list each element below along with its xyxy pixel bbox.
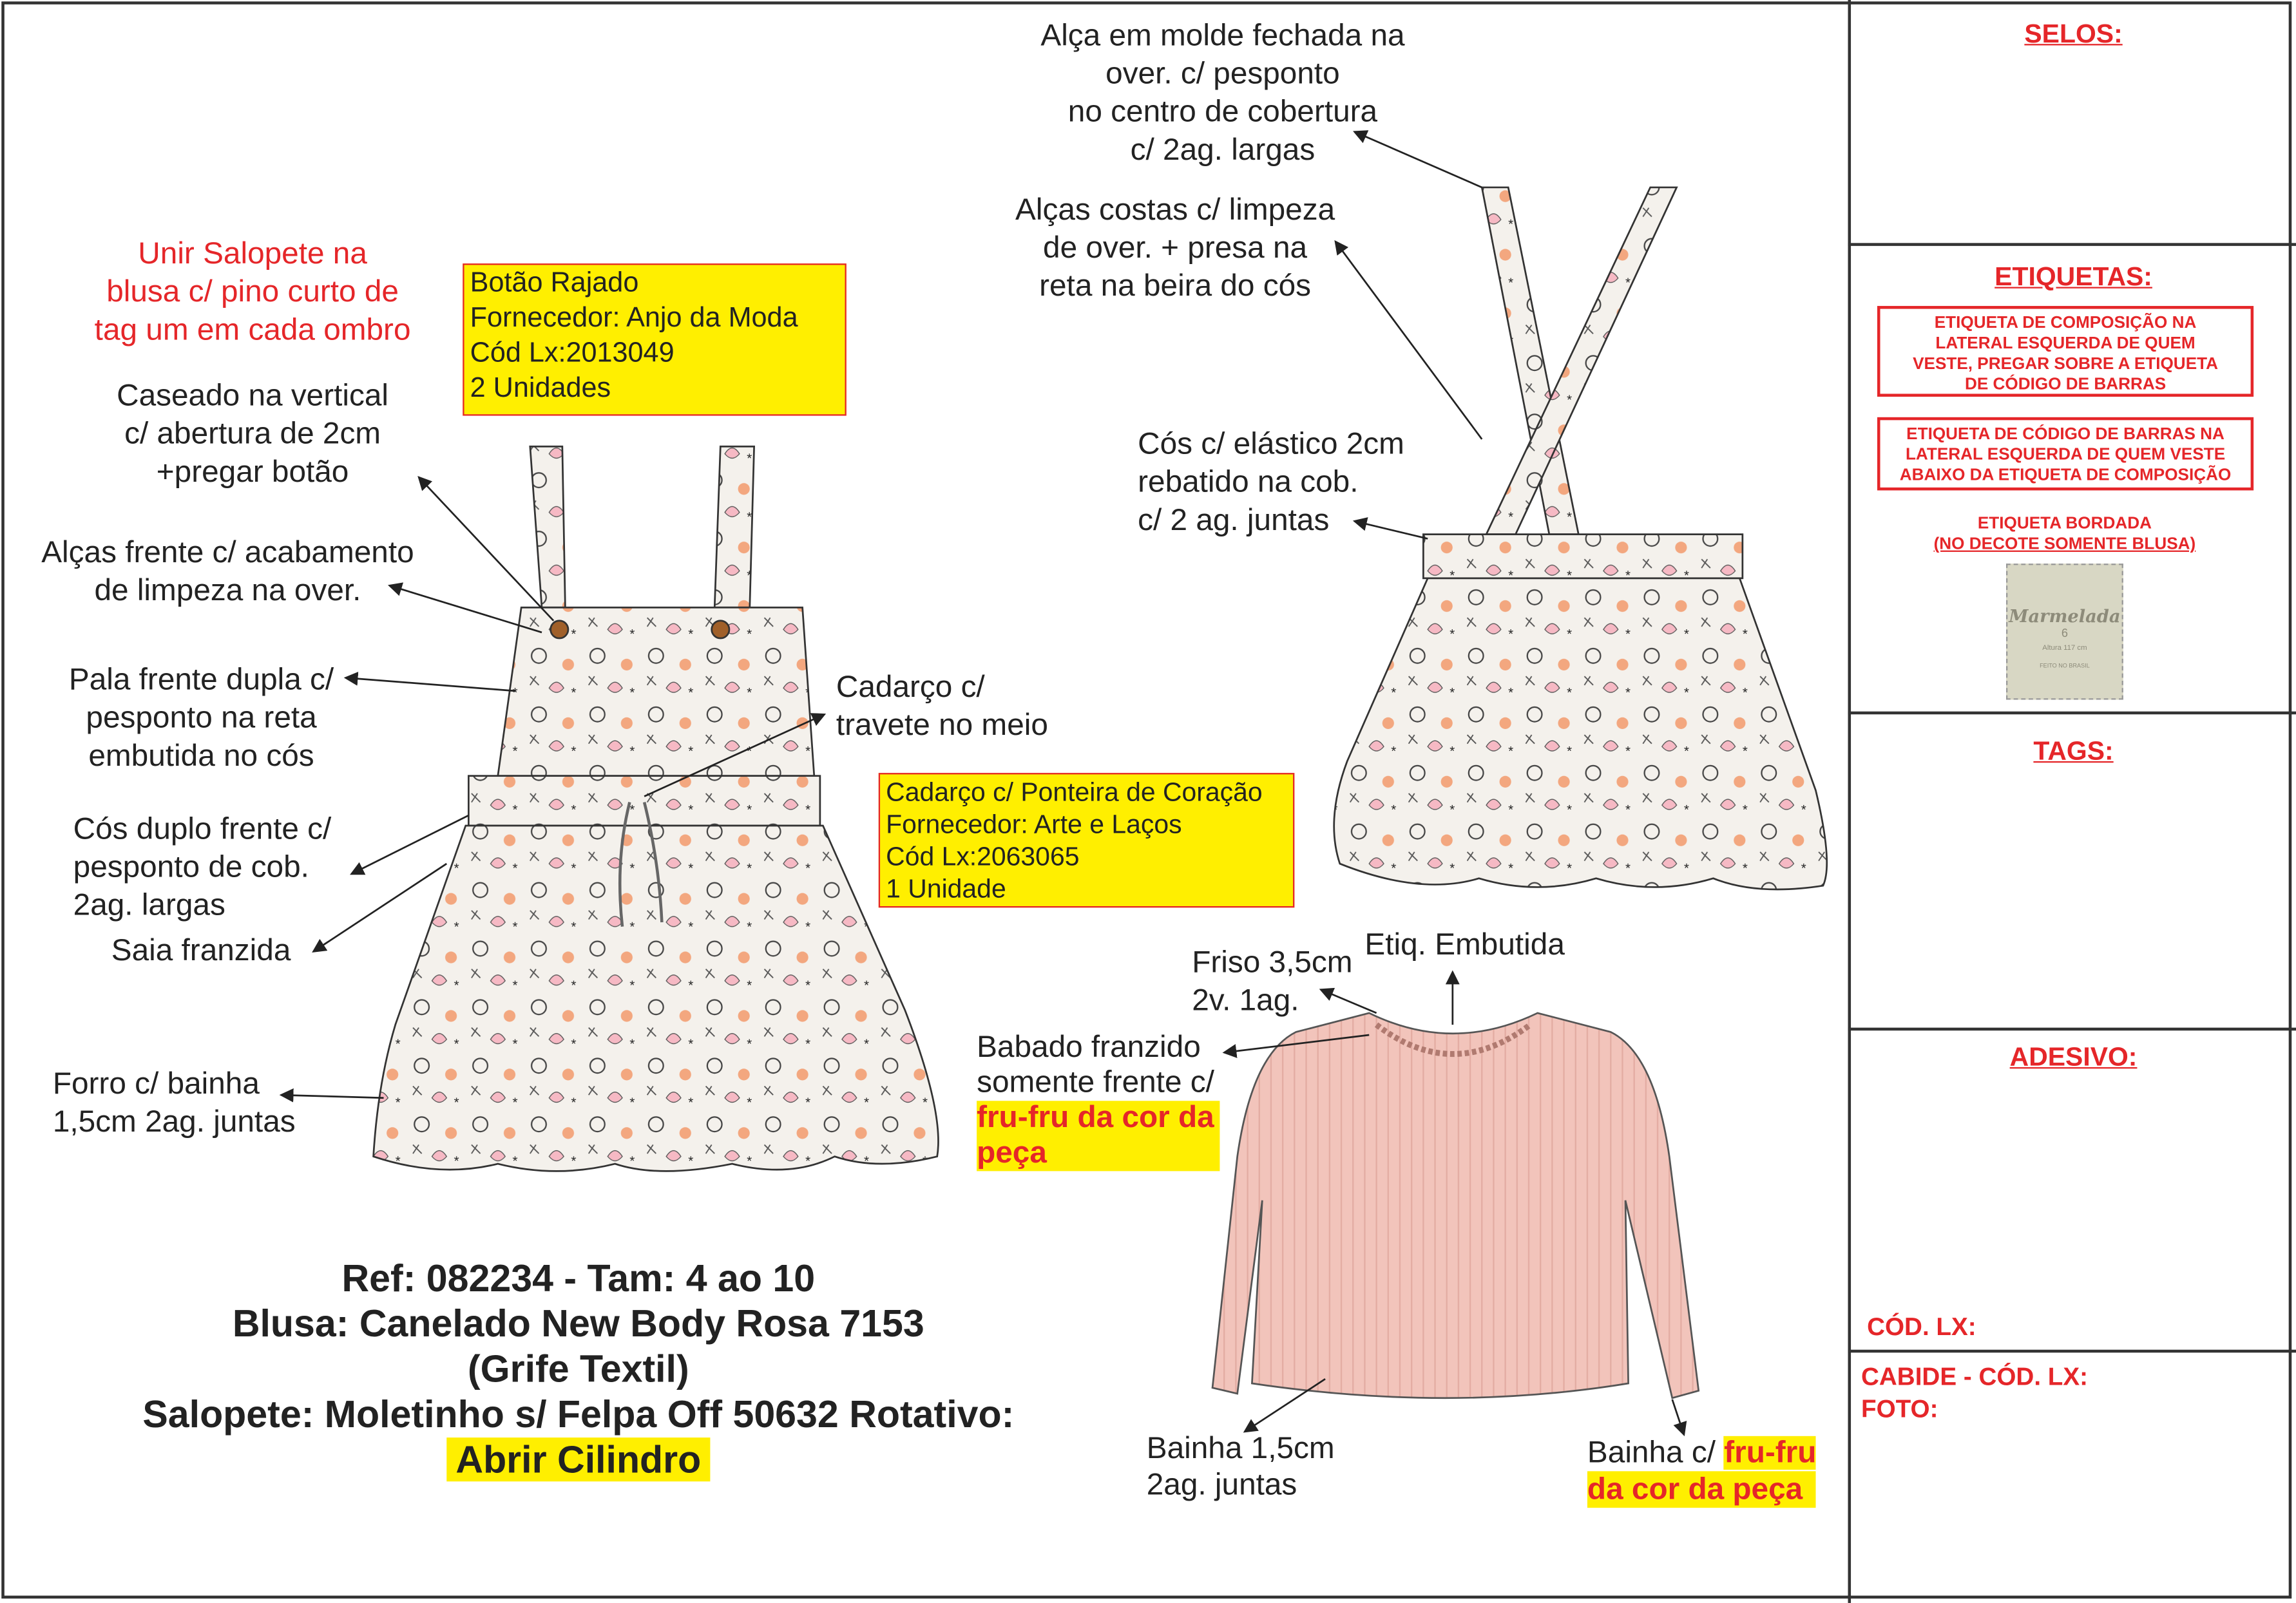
front-overall-drawing xyxy=(372,445,939,1172)
note-bainha-fru-fru: Bainha c/ fru-fru da cor da peça xyxy=(1587,1435,1817,1508)
section-adesivo: ADESIVO: xyxy=(2009,1042,2138,1072)
divider xyxy=(1848,711,2296,715)
divider xyxy=(1848,1027,2296,1031)
note-saia: Saia franzida xyxy=(111,934,291,968)
divider xyxy=(1848,1349,2296,1353)
note-cadarco-travete: Cadarço c/travete no meio xyxy=(836,670,1048,743)
note-etiq-embutida: Etiq. Embutida xyxy=(1364,928,1565,962)
section-selos: SELOS: xyxy=(2024,19,2123,49)
annotation-arrows xyxy=(279,130,1687,1437)
label-note-bordada: ETIQUETA BORDADA(NO DECOTE SOMENTE BLUSA… xyxy=(1933,515,2196,554)
section-etiquetas: ETIQUETAS: xyxy=(1995,261,2152,292)
cod-lx-label: CÓD. LX: xyxy=(1867,1313,1976,1342)
divider xyxy=(1848,243,2296,246)
section-tags: TAGS: xyxy=(2033,736,2114,766)
cabide-foto-labels: CABIDE - CÓD. LX:FOTO: xyxy=(1861,1363,2089,1423)
blouse-drawing xyxy=(1211,1012,1700,1399)
embroidered-label-image: Marmelada 6 Altura 117 cm FEITO NO BRASI… xyxy=(2006,564,2123,700)
highlight-abrir-cilindro: Abrir Cilindro xyxy=(446,1437,710,1481)
panel-divider xyxy=(1848,0,1851,1603)
back-overall-drawing xyxy=(1333,186,1828,891)
note-cos-duplo: Cós duplo frente c/pesponto de cob.2ag. … xyxy=(73,812,332,922)
